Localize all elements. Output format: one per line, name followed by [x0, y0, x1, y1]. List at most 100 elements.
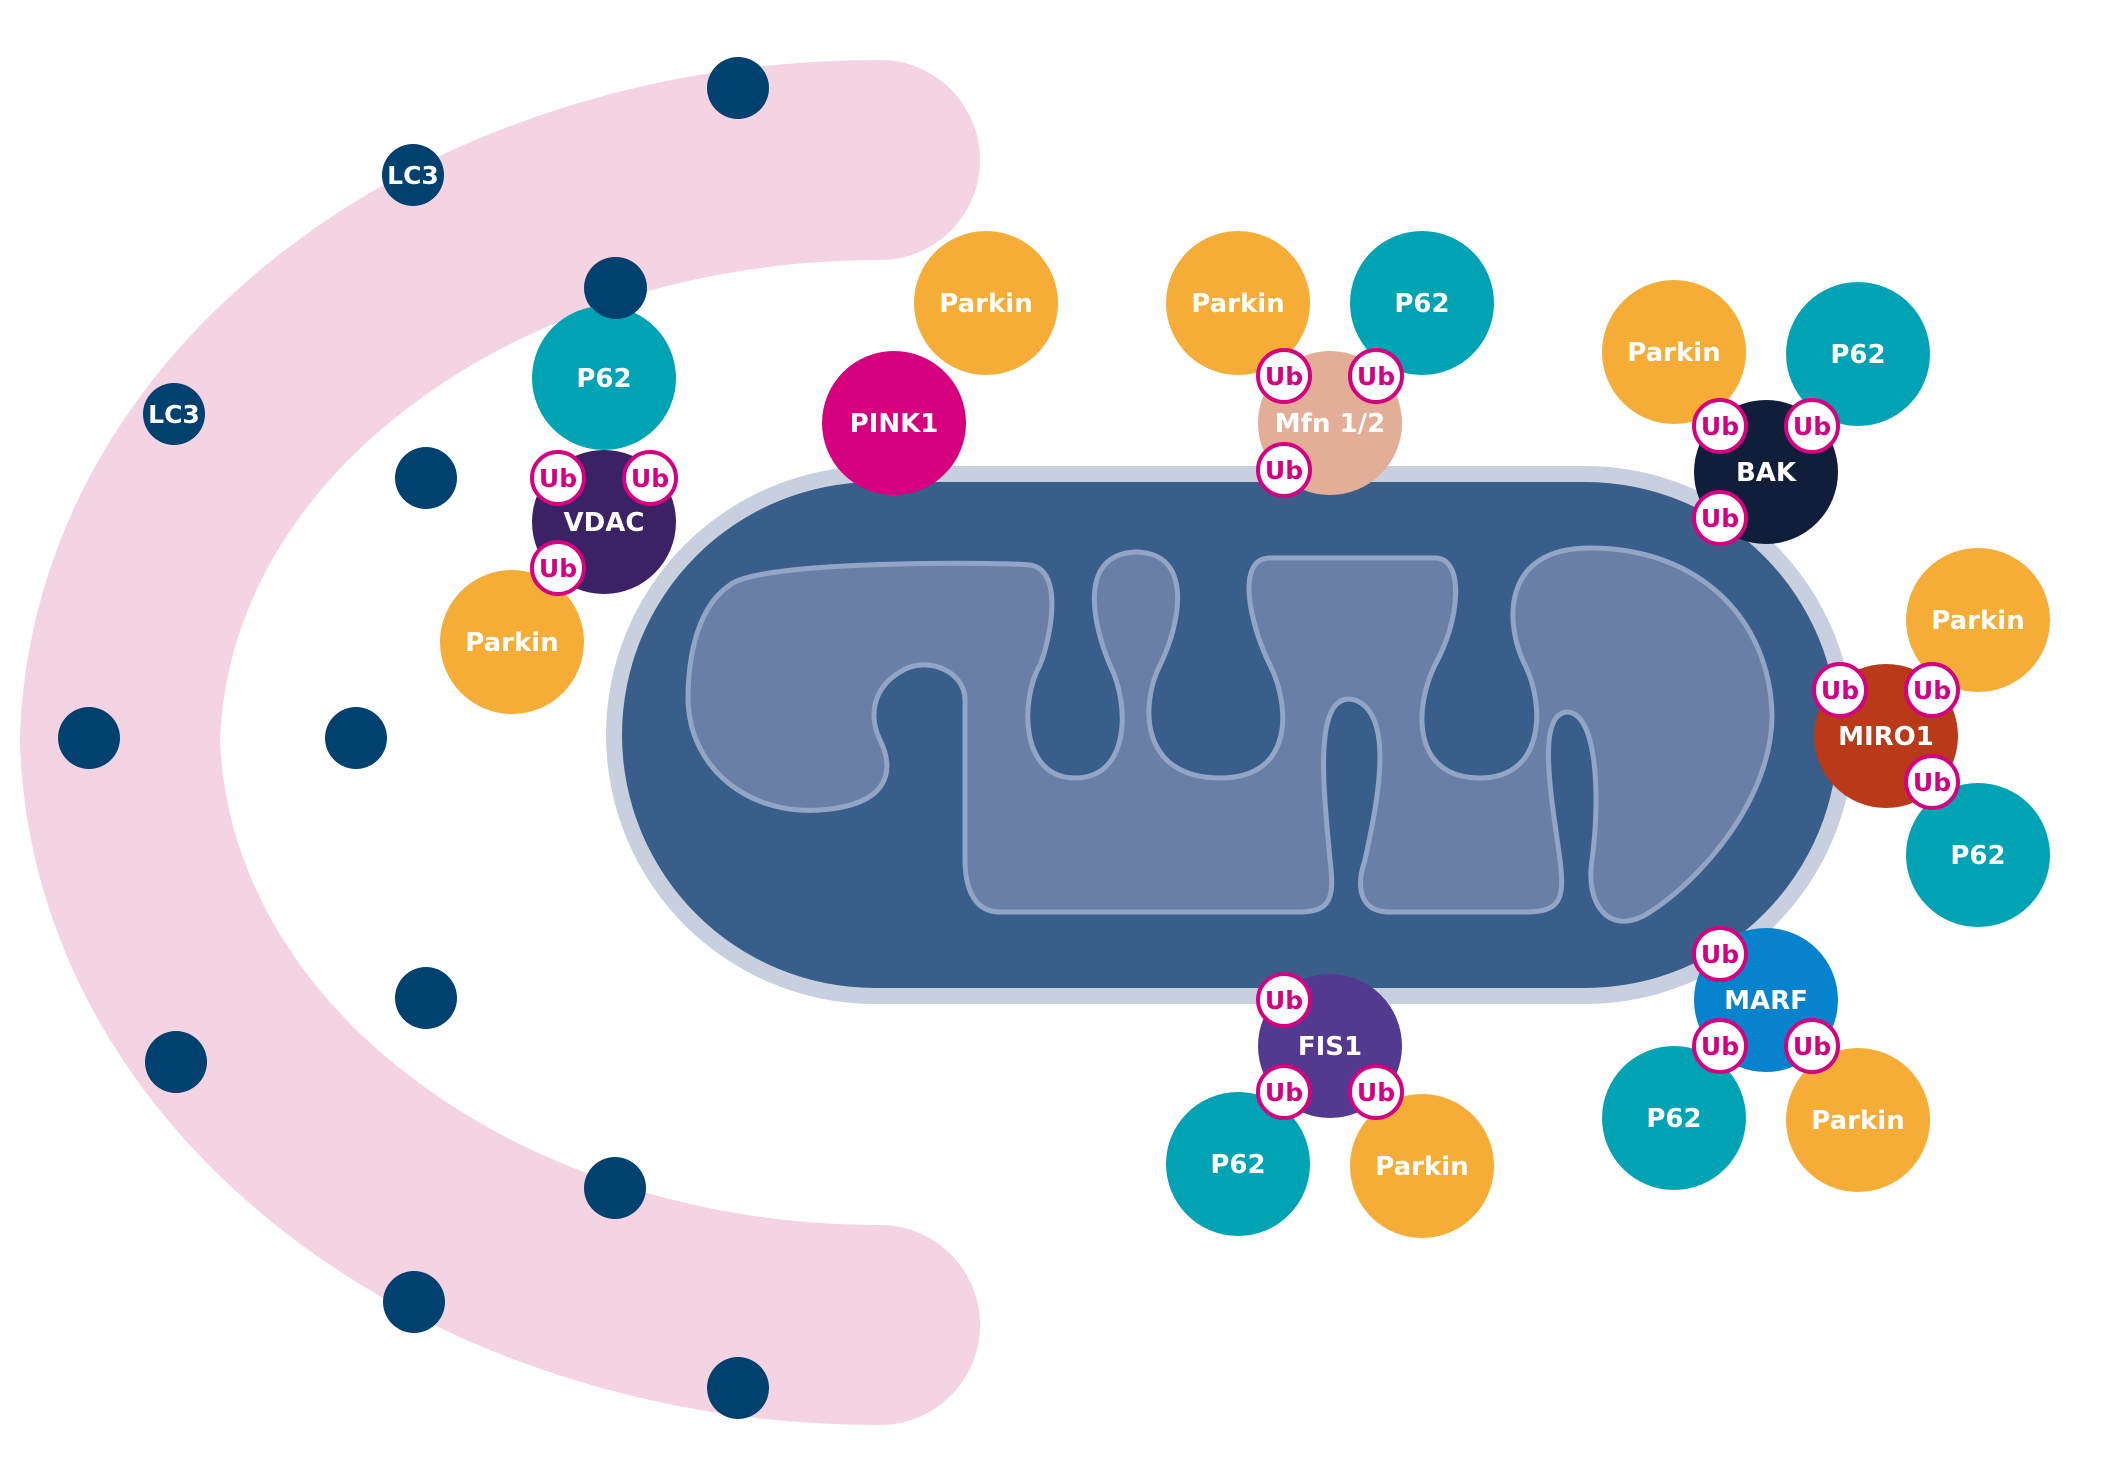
ub-circle	[1692, 490, 1748, 546]
p62-circle	[1350, 231, 1494, 375]
p62-label: P62	[1646, 1104, 1701, 1134]
ub-circle	[622, 450, 678, 506]
ub-label: Ub	[539, 464, 577, 493]
vdac-label: VDAC	[564, 508, 645, 538]
lc3-circle	[382, 144, 444, 206]
p62-protein: P62	[1906, 783, 2050, 927]
lc3-circle	[395, 967, 457, 1029]
lc3-circle	[143, 383, 205, 445]
parkin-protein: Parkin	[1350, 1094, 1494, 1238]
lc3-dot	[707, 57, 769, 119]
marf-label: MARF	[1724, 986, 1808, 1016]
ub-circle	[1692, 1018, 1748, 1074]
ub-label: Ub	[1265, 1078, 1303, 1107]
ub-label: Ub	[1821, 676, 1859, 705]
lc3-dot	[395, 967, 457, 1029]
lc3-circle	[58, 707, 120, 769]
lc3-circle	[707, 1357, 769, 1419]
ub-circle	[1348, 1064, 1404, 1120]
pink1-label: PINK1	[850, 409, 939, 439]
parkin-protein: Parkin	[1786, 1048, 1930, 1192]
p62-protein: P62	[1602, 1046, 1746, 1190]
ub-label: Ub	[1357, 1078, 1395, 1107]
ub-label: Ub	[1265, 362, 1303, 391]
miro1-label: MIRO1	[1838, 722, 1934, 752]
p62-circle	[532, 306, 676, 450]
ub-circle	[1692, 926, 1748, 982]
p62-protein: P62	[532, 306, 676, 450]
ub-label: Ub	[1701, 1032, 1739, 1061]
p62-label: P62	[1210, 1150, 1265, 1180]
lc3-circle	[395, 447, 457, 509]
ubiquitin-tag: Ub	[1784, 398, 1840, 454]
ubiquitin-tag: Ub	[1692, 926, 1748, 982]
parkin-circle	[1166, 231, 1310, 375]
parkin-circle	[440, 570, 584, 714]
ubiquitin-tag: Ub	[1692, 398, 1748, 454]
parkin-label: Parkin	[939, 289, 1032, 319]
ub-label: Ub	[539, 554, 577, 583]
lc3-dot	[383, 1271, 445, 1333]
mfn-label: Mfn 1/2	[1275, 409, 1385, 439]
ub-label: Ub	[1701, 504, 1739, 533]
ubiquitin-tag: Ub	[1904, 754, 1960, 810]
parkin-circle	[914, 231, 1058, 375]
ub-label: Ub	[1357, 362, 1395, 391]
lc3-circle	[584, 1157, 646, 1219]
lc3-dot	[584, 1157, 646, 1219]
ub-circle	[1256, 972, 1312, 1028]
lc3-circle	[383, 1271, 445, 1333]
parkin-label: Parkin	[1931, 606, 2024, 636]
p62-protein: P62	[1350, 231, 1494, 375]
ub-label: Ub	[1701, 412, 1739, 441]
lc3-circle	[145, 1031, 207, 1093]
parkin-circle	[1350, 1094, 1494, 1238]
parkin-circle	[1906, 548, 2050, 692]
p62-protein: P62	[1166, 1092, 1310, 1236]
lc3-dot	[585, 257, 647, 319]
p62-protein: P62	[1786, 282, 1930, 426]
p62-circle	[1166, 1092, 1310, 1236]
ubiquitin-tag: Ub	[1256, 972, 1312, 1028]
parkin-label: Parkin	[1375, 1152, 1468, 1182]
lc3-protein: LC3	[382, 144, 444, 206]
parkin-protein: Parkin	[1166, 231, 1310, 375]
lc3-dot	[325, 707, 387, 769]
ubiquitin-tag: Ub	[1348, 348, 1404, 404]
ubiquitin-tag: Ub	[1256, 442, 1312, 498]
parkin-label: Parkin	[1627, 338, 1720, 368]
ub-circle	[1348, 348, 1404, 404]
parkin-circle	[1786, 1048, 1930, 1192]
ubiquitin-tag: Ub	[530, 450, 586, 506]
ub-circle	[1904, 754, 1960, 810]
lc3-dot	[395, 447, 457, 509]
bak-label: BAK	[1736, 458, 1797, 488]
parkin-protein: Parkin	[914, 231, 1058, 375]
ub-label: Ub	[1793, 1032, 1831, 1061]
fis1-label: FIS1	[1298, 1032, 1362, 1062]
lc3-label: LC3	[387, 161, 439, 190]
ub-circle	[1904, 662, 1960, 718]
ubiquitin-tag: Ub	[622, 450, 678, 506]
parkin-protein: Parkin	[1602, 280, 1746, 424]
ub-label: Ub	[1265, 986, 1303, 1015]
p62-label: P62	[576, 364, 631, 394]
ub-label: Ub	[1265, 456, 1303, 485]
ub-label: Ub	[1913, 676, 1951, 705]
ubiquitin-tag: Ub	[530, 540, 586, 596]
lc3-protein: LC3	[143, 383, 205, 445]
lc3-dot	[58, 707, 120, 769]
ubiquitin-tag: Ub	[1692, 490, 1748, 546]
parkin-protein: Parkin	[1906, 548, 2050, 692]
ub-circle	[1256, 348, 1312, 404]
ub-label: Ub	[1913, 768, 1951, 797]
ub-circle	[1256, 1064, 1312, 1120]
ubiquitin-tag: Ub	[1692, 1018, 1748, 1074]
ub-circle	[1692, 398, 1748, 454]
p62-label: P62	[1830, 340, 1885, 370]
p62-circle	[1786, 282, 1930, 426]
ub-circle	[1256, 442, 1312, 498]
ubiquitin-tag: Ub	[1904, 662, 1960, 718]
